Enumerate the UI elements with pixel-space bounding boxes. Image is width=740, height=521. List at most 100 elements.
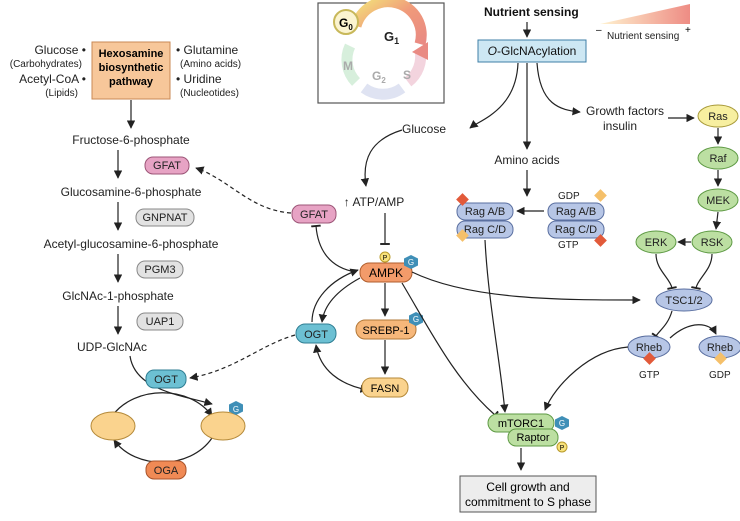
cycle-arc-m xyxy=(341,43,361,86)
rsk-label: RSK xyxy=(701,237,724,249)
protein-unmodified xyxy=(90,411,136,441)
ogt-pill-center xyxy=(295,323,337,344)
rag-cd-active xyxy=(547,220,605,239)
gfat-pill-left-label: GFAT xyxy=(153,160,181,172)
pgm3-pill-label: PGM3 xyxy=(144,264,175,276)
rag-cd-inactive xyxy=(456,220,514,239)
tsc-node xyxy=(655,288,713,312)
raf-label: Raf xyxy=(709,153,727,165)
raptor-label: Raptor xyxy=(516,432,549,444)
srebp-pill xyxy=(355,319,417,340)
acetyl-input-sub: (Lipids) xyxy=(45,88,78,99)
raptor-glcnac-label: G xyxy=(559,419,565,428)
ras-node xyxy=(697,104,739,128)
atp-amp: ↑ ATP/AMP xyxy=(344,195,404,209)
metabolite-g6p: Glucosamine-6-phosphate xyxy=(61,185,202,199)
hbp-line2: biosynthetic xyxy=(99,62,164,74)
uap1-pill xyxy=(136,312,184,331)
raptor-glcnac-hexagon xyxy=(555,416,569,430)
metabolite-g1p: GlcNAc-1-phosphate xyxy=(62,289,174,303)
erk-node xyxy=(635,230,677,254)
ras-label: Ras xyxy=(708,111,728,123)
hbp-line3: pathway xyxy=(109,76,154,88)
gnpnat-pill xyxy=(135,208,195,227)
rag-ab-active xyxy=(547,202,605,221)
g0-label: G0 xyxy=(339,16,353,32)
g0-circle xyxy=(333,9,359,35)
s-label: S xyxy=(403,68,411,82)
cycle-arc-g1 xyxy=(350,0,427,46)
oga-pill xyxy=(145,460,187,480)
acetyl-input: Acetyl-CoA • xyxy=(19,72,86,86)
mek-label: MEK xyxy=(706,195,731,207)
raptor-phospho-label: P xyxy=(560,445,565,452)
legend-label: Nutrient sensing xyxy=(607,31,679,42)
rag-ab-inactive-label: Rag A/B xyxy=(465,206,505,218)
nutrient-legend: – + Nutrient sensing xyxy=(596,4,691,42)
rag-gdp-diamond-inactive xyxy=(456,229,469,242)
glucose-input-sub: (Carbohydrates) xyxy=(10,59,82,70)
ampk-glcnac-hexagon xyxy=(404,255,418,269)
uridine-input-sub: (Nucleotides) xyxy=(180,88,239,99)
srebp-pill-label: SREBP-1 xyxy=(362,325,409,337)
ogt-pill-center-label: OGT xyxy=(304,329,328,341)
rag-ab-inactive xyxy=(456,202,514,221)
glcnac-hexagon-protein xyxy=(229,401,243,415)
growth-factors-line1: Growth factors xyxy=(586,104,664,118)
legend-wedge xyxy=(600,4,690,24)
ampk-glcnac-label: G xyxy=(408,258,414,267)
mtorc1-label: mTORC1 xyxy=(498,418,544,430)
metabolite-ag6p: Acetyl-glucosamine-6-phosphate xyxy=(44,237,219,251)
rag-inactive: Rag A/B Rag C/D xyxy=(456,193,514,242)
legend-plus: + xyxy=(685,25,691,36)
ogt-pill-left-label: OGT xyxy=(154,374,178,386)
tsc-label: TSC1/2 xyxy=(665,295,702,307)
rag-gtp-diamond-inactive xyxy=(456,193,469,206)
glutamine-input: • Glutamine xyxy=(176,43,239,57)
gfat-pill-left xyxy=(144,156,190,175)
ampk-pill-label: AMPK xyxy=(369,266,403,280)
rheb-gtp-label: Rheb xyxy=(636,342,662,354)
rag-cd-active-label: Rag C/D xyxy=(555,224,597,236)
cell-cycle-panel: G0 G1 S G2 M xyxy=(317,0,445,104)
hbp-box xyxy=(91,41,171,100)
rheb-gdp-text: GDP xyxy=(709,370,731,381)
srebp-glcnac-hexagon xyxy=(409,312,423,326)
g2-label: G2 xyxy=(372,69,386,85)
raf-node xyxy=(697,146,739,170)
rheb-gtp-text: GTP xyxy=(639,370,660,381)
fasn-pill xyxy=(361,377,409,398)
outcome-line1: Cell growth and xyxy=(486,480,569,494)
ampk-phospho xyxy=(379,251,391,263)
fasn-pill-label: FASN xyxy=(371,383,400,395)
rag-active: GDP Rag A/B Rag C/D GTP xyxy=(547,189,607,251)
pgm3-pill xyxy=(136,260,184,279)
amino-acids: Amino acids xyxy=(494,153,559,167)
mek-node xyxy=(697,188,739,212)
legend-minus: – xyxy=(596,25,602,36)
rag-ab-active-label: Rag A/B xyxy=(556,206,596,218)
erk-label: ERK xyxy=(645,237,668,249)
metabolite-udp: UDP-GlcNAc xyxy=(77,340,147,354)
raptor-phospho xyxy=(556,441,568,453)
glutamine-input-sub: (Amino acids) xyxy=(180,59,241,70)
hbp-line1: Hexosamine xyxy=(99,48,164,60)
nutrient-sensing-title: Nutrient sensing xyxy=(484,5,579,19)
rheb-gdp-label: Rheb xyxy=(707,342,733,354)
gfat-pill-center-label: GFAT xyxy=(300,209,328,221)
uridine-input: • Uridine xyxy=(176,72,222,86)
m-label: M xyxy=(343,59,353,73)
cycle-arrowhead xyxy=(412,42,428,60)
rag-cd-inactive-label: Rag C/D xyxy=(464,224,506,236)
oga-pill-label: OGA xyxy=(154,465,179,477)
glucose-input: Glucose • xyxy=(34,43,86,57)
srebp-glcnac-label: G xyxy=(413,315,419,324)
outcome-line2: commitment to S phase xyxy=(465,495,591,509)
gtp-rag-label: GTP xyxy=(558,240,579,251)
glcnac-hexagon-protein-label: G xyxy=(233,405,239,414)
ogt-oga-cycle: OGT G OGA xyxy=(90,355,246,480)
ampk-phospho-label: P xyxy=(383,255,388,262)
raptor-pill xyxy=(507,428,559,447)
